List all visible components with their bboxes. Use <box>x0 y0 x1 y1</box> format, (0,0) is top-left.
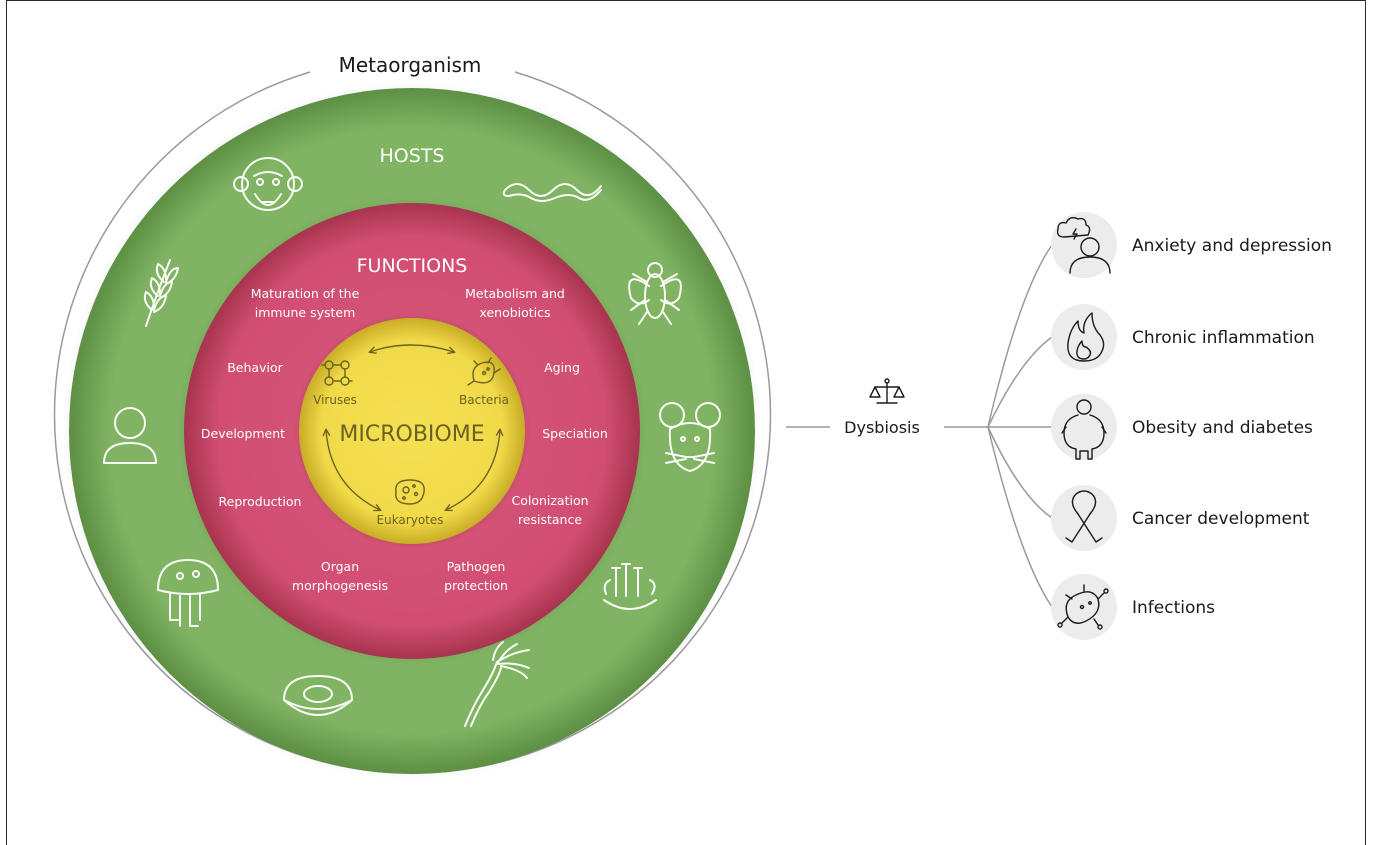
svg-text:resistance: resistance <box>518 512 582 527</box>
coral-icon <box>603 563 657 610</box>
svg-text:immune system: immune system <box>255 305 356 320</box>
oyster-icon <box>283 675 353 716</box>
function-pathogen: Pathogen protection <box>444 559 508 593</box>
function-speciation: Speciation <box>542 426 608 441</box>
condition-label-cancer: Cancer development <box>1132 509 1310 529</box>
function-organ: Organ morphogenesis <box>292 559 388 593</box>
dysbiosis-label: Dysbiosis <box>844 418 920 437</box>
hosts-title: HOSTS <box>380 145 445 167</box>
mouse-icon <box>659 402 721 472</box>
hydra-icon <box>464 641 530 727</box>
condition-label-infections: Infections <box>1132 598 1215 618</box>
figure-frame <box>6 0 1366 845</box>
function-reproduction: Reproduction <box>219 494 302 509</box>
flame-icon <box>1067 312 1105 362</box>
svg-text:Colonization: Colonization <box>511 493 588 508</box>
jellyfish-icon <box>157 559 219 627</box>
function-metabolism: Metabolism and xenobiotics <box>465 286 565 320</box>
pathogen-icon <box>1057 584 1109 630</box>
svg-text:Pathogen: Pathogen <box>447 559 506 574</box>
svg-text:Metabolism and: Metabolism and <box>465 286 565 301</box>
metaorganism-label: Metaorganism <box>339 53 482 77</box>
anxiety-person-icon <box>1056 216 1111 274</box>
condition-icon-bg <box>1051 212 1117 278</box>
function-development: Development <box>201 426 285 441</box>
bacteria-icon <box>467 357 501 386</box>
svg-text:Organ: Organ <box>321 559 359 574</box>
microbiome-title: MICROBIOME <box>339 422 484 447</box>
condition-label-anxiety: Anxiety and depression <box>1132 236 1332 256</box>
condition-label-inflammation: Chronic inflammation <box>1132 328 1315 348</box>
virus-icon <box>321 360 353 386</box>
chimpanzee-icon <box>233 157 303 211</box>
microbiome-viruses: Viruses <box>313 393 357 407</box>
fly-icon <box>628 262 682 325</box>
microbiome-eukaryotes: Eukaryotes <box>377 513 444 527</box>
svg-text:Maturation of the: Maturation of the <box>251 286 360 301</box>
condition-branches <box>987 244 1053 608</box>
condition-label-obesity: Obesity and diabetes <box>1132 418 1313 438</box>
function-maturation: Maturation of the immune system <box>251 286 360 320</box>
svg-text:protection: protection <box>444 578 508 593</box>
function-colonization: Colonization resistance <box>511 493 588 527</box>
function-behavior: Behavior <box>227 360 283 375</box>
wheat-icon <box>143 259 179 327</box>
functions-title: FUNCTIONS <box>357 255 468 277</box>
svg-text:xenobiotics: xenobiotics <box>479 305 550 320</box>
microbiome-arrows <box>326 344 500 510</box>
condition-icon-bg <box>1051 485 1117 551</box>
svg-text:morphogenesis: morphogenesis <box>292 578 388 593</box>
worm-icon <box>502 183 602 202</box>
cancer-ribbon-icon <box>1065 490 1103 543</box>
balance-scale-icon <box>869 378 905 404</box>
condition-icon-bg <box>1051 304 1117 370</box>
microbiome-bacteria: Bacteria <box>459 393 509 407</box>
eukaryote-icon <box>395 479 425 505</box>
condition-icon-bg <box>1051 394 1117 460</box>
function-aging: Aging <box>544 360 580 375</box>
obese-person-icon <box>1061 399 1107 460</box>
human-icon <box>103 407 157 464</box>
